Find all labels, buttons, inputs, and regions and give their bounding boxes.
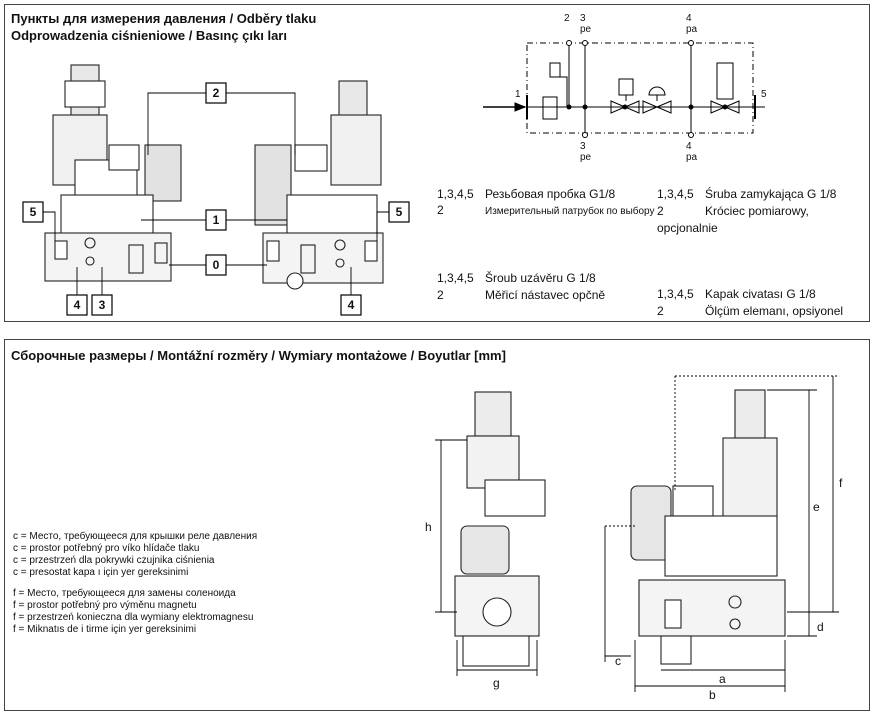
- dim-a: a: [719, 672, 726, 686]
- dim-d: d: [817, 620, 824, 634]
- dim-g: g: [493, 676, 500, 690]
- callout-0: 0: [212, 258, 220, 272]
- dim-b: b: [709, 688, 716, 702]
- pe-top-label: pe: [580, 24, 592, 35]
- pa-top-label: pa: [686, 24, 698, 35]
- section1-title-line2: Odprowadzenia ciśnieniowe / Basınç çıkı …: [11, 28, 287, 43]
- callout-5-left: 5: [29, 205, 37, 219]
- callout-4-left: 4: [73, 298, 81, 312]
- f-notes: f = Место, требующееся для замены солено…: [13, 588, 253, 636]
- valve-drawing-pair: [43, 64, 389, 297]
- c-note-ru: c = Место, требующееся для крышки реле д…: [13, 531, 258, 542]
- port-2-label: 2: [564, 13, 570, 24]
- callout-5-right: 5: [395, 205, 403, 219]
- section2-title: Сборочные размеры / Montážní rozměry / W…: [11, 348, 506, 363]
- pa-bottom-label: pa: [686, 152, 698, 163]
- port-1-label: 1: [515, 89, 521, 100]
- c-note-pl: c = przestrzeń dla pokrywki czujnika ciś…: [13, 555, 215, 566]
- port-4-bottom-label: 4: [686, 141, 692, 152]
- f-note-pl: f = przestrzeń konieczna dla wymiany ele…: [13, 612, 254, 623]
- callout-boxes: [22, 82, 410, 316]
- f-note-ru: f = Место, требующееся для замены солено…: [13, 588, 236, 599]
- dim-e: e: [813, 500, 820, 514]
- c-note-cz: c = prostor potřebný pro víko hlídače tl…: [13, 543, 200, 554]
- pe-bottom-label: pe: [580, 152, 592, 163]
- dim-f: f: [839, 476, 843, 490]
- callout-3: 3: [98, 298, 106, 312]
- f-note-tr: f = Miknatıs de i tirme için yer gereksi…: [13, 624, 197, 635]
- c-notes: c = Место, требующееся для крышки реле д…: [13, 531, 257, 579]
- pressure-points-panel: Пункты для измерения давления / Odběry t…: [4, 4, 870, 322]
- c-note-tr: c = presostat kapa ı için yer gereksinim…: [13, 567, 189, 578]
- port-5-label: 5: [761, 89, 767, 100]
- dim-c: c: [615, 654, 621, 668]
- callout-4-right: 4: [347, 298, 355, 312]
- callout-1: 1: [212, 213, 220, 227]
- callout-2: 2: [212, 86, 220, 100]
- port-3-top-label: 3: [580, 13, 586, 24]
- pressure-schematic: [483, 40, 765, 138]
- dimension-drawings: [435, 375, 839, 692]
- mounting-dimensions-panel: Сборочные размеры / Montážní rozměry / W…: [4, 339, 870, 711]
- port-4-top-label: 4: [686, 13, 692, 24]
- dim-h: h: [425, 520, 432, 534]
- f-note-cz: f = prostor potřebný pro výměnu magnetu: [13, 600, 197, 611]
- port-3-bottom-label: 3: [580, 141, 586, 152]
- section1-title-line1: Пункты для измерения давления / Odběry t…: [11, 11, 317, 26]
